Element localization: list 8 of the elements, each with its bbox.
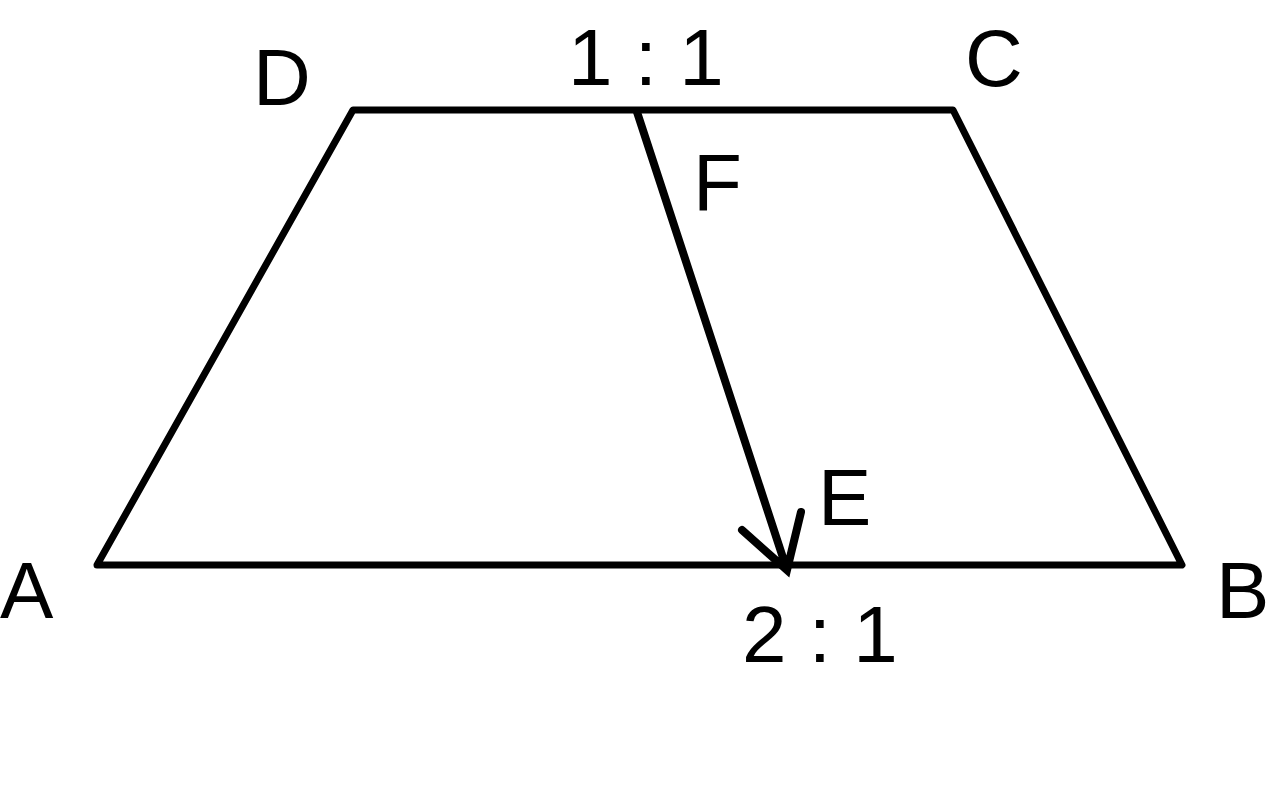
vertex-label: 1 : 1 — [568, 18, 724, 98]
vertex-label: F — [693, 143, 742, 223]
vertex-label: C — [965, 19, 1023, 99]
vertex-label: D — [253, 38, 311, 118]
vertex-label: B — [1216, 551, 1269, 631]
vertex-label: A — [0, 551, 54, 631]
vertex-label: 2 : 1 — [742, 595, 898, 675]
vertex-label: E — [818, 458, 872, 538]
